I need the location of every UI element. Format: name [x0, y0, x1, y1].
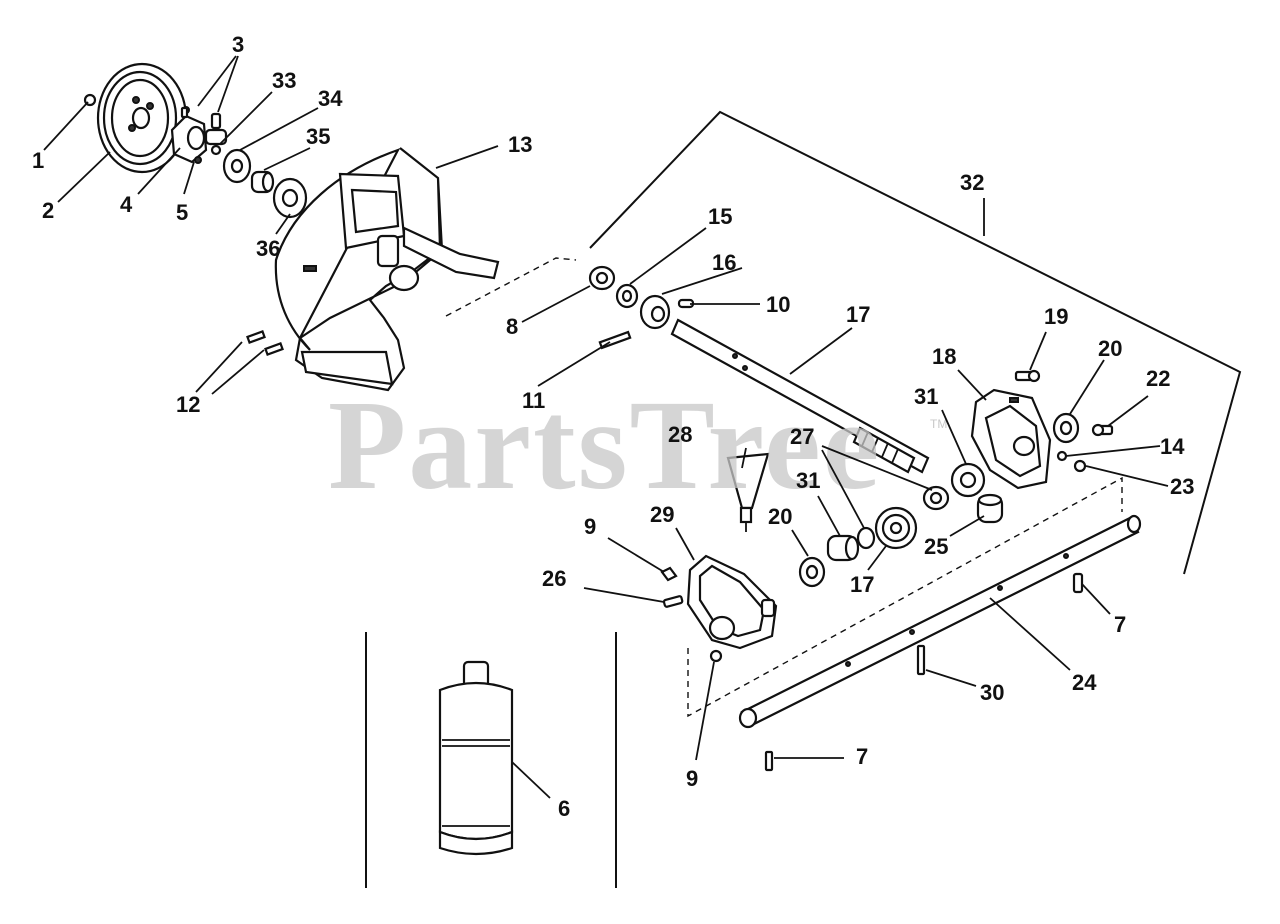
watermark: PartsTree — [328, 374, 881, 516]
key-pins — [180, 106, 222, 130]
key-30 — [916, 644, 926, 676]
oil-seal-20-right — [1052, 412, 1080, 444]
callout-31-right: 31 — [914, 384, 938, 409]
assembly-guide-line — [687, 476, 1123, 718]
callout-33: 33 — [272, 68, 296, 93]
callout-23: 23 — [1170, 474, 1194, 499]
callout-26: 26 — [542, 566, 566, 591]
callout-29: 29 — [650, 502, 674, 527]
gear-case-left-29 — [686, 554, 778, 650]
bearing-35 — [250, 170, 275, 194]
callout-9-bottom: 9 — [686, 766, 698, 791]
washer-14 — [1056, 450, 1068, 462]
grease-tube-28 — [726, 452, 770, 532]
callout-11: 11 — [522, 388, 545, 413]
callout-17-shaft: 17 — [846, 302, 870, 327]
bolt-22 — [1091, 423, 1114, 437]
screw-26 — [662, 595, 684, 608]
callout-20-right: 20 — [1098, 336, 1122, 361]
callout-15: 15 — [708, 204, 732, 229]
callout-30: 30 — [980, 680, 1004, 705]
washer-15 — [615, 283, 639, 309]
callout-13: 13 — [508, 132, 532, 157]
leader-lines — [43, 55, 1169, 799]
fitting-9-bottom — [709, 649, 723, 663]
callout-24: 24 — [1072, 670, 1097, 695]
shear-pins-12 — [246, 330, 284, 356]
thrust-washer-27 — [922, 485, 950, 511]
key-7-bottom — [764, 750, 774, 772]
callout-27: 27 — [790, 424, 814, 449]
oil-seal-20-left — [798, 556, 826, 588]
callout-10: 10 — [766, 292, 790, 317]
callout-1: 1 — [32, 148, 44, 173]
callout-8: 8 — [506, 314, 518, 339]
callout-28: 28 — [668, 422, 692, 447]
callout-14: 14 — [1160, 434, 1185, 459]
washer-27-small — [856, 526, 876, 550]
callout-7-bottom: 7 — [856, 744, 868, 769]
callout-20-left: 20 — [768, 504, 792, 529]
gear-oil-bottle-6 — [438, 660, 514, 856]
watermark-trademark: TM — [930, 417, 947, 431]
callout-36: 36 — [256, 236, 280, 261]
pulley — [96, 62, 188, 174]
flange-36 — [272, 177, 308, 219]
worm-gear-17 — [874, 506, 918, 550]
worm-shaft-17 — [670, 318, 930, 474]
bearing-16 — [639, 294, 671, 330]
fitting-9-top — [660, 566, 678, 582]
callout-17-gear: 17 — [850, 572, 874, 597]
bracket-32 — [589, 110, 1242, 575]
callout-5: 5 — [176, 200, 188, 225]
callout-labels: 1 2 3 4 5 6 7 7 8 9 9 10 11 12 13 14 15 … — [32, 32, 1194, 821]
gear-case-right-18 — [970, 388, 1052, 490]
auger-shaft-24 — [738, 514, 1142, 729]
callout-19: 19 — [1044, 304, 1068, 329]
thrust-washer-8 — [588, 265, 616, 291]
bushing-25 — [976, 493, 1004, 524]
callout-2: 2 — [42, 198, 54, 223]
callout-3: 3 — [232, 32, 244, 57]
callout-18: 18 — [932, 344, 956, 369]
bearing-plate-34 — [222, 148, 252, 184]
callout-4: 4 — [120, 192, 133, 217]
callout-22: 22 — [1146, 366, 1170, 391]
callout-6: 6 — [558, 796, 570, 821]
washer-33 — [210, 144, 222, 156]
auger-housing — [274, 147, 500, 392]
callout-9-top: 9 — [584, 514, 596, 539]
callout-25: 25 — [924, 534, 948, 559]
callout-16: 16 — [712, 250, 736, 275]
callout-32: 32 — [960, 170, 984, 195]
nut-23 — [1073, 459, 1087, 473]
housing-guide-line — [445, 257, 577, 317]
key-7-right — [1072, 572, 1084, 594]
hub-flange — [170, 106, 228, 164]
bolt-19 — [1014, 369, 1041, 383]
bushing-31-right — [950, 462, 986, 498]
callout-7-right: 7 — [1114, 612, 1126, 637]
callout-31-left: 31 — [796, 468, 820, 493]
callout-35: 35 — [306, 124, 330, 149]
callout-12: 12 — [176, 392, 200, 417]
callout-34: 34 — [318, 86, 343, 111]
bushing-31-left — [826, 534, 860, 562]
